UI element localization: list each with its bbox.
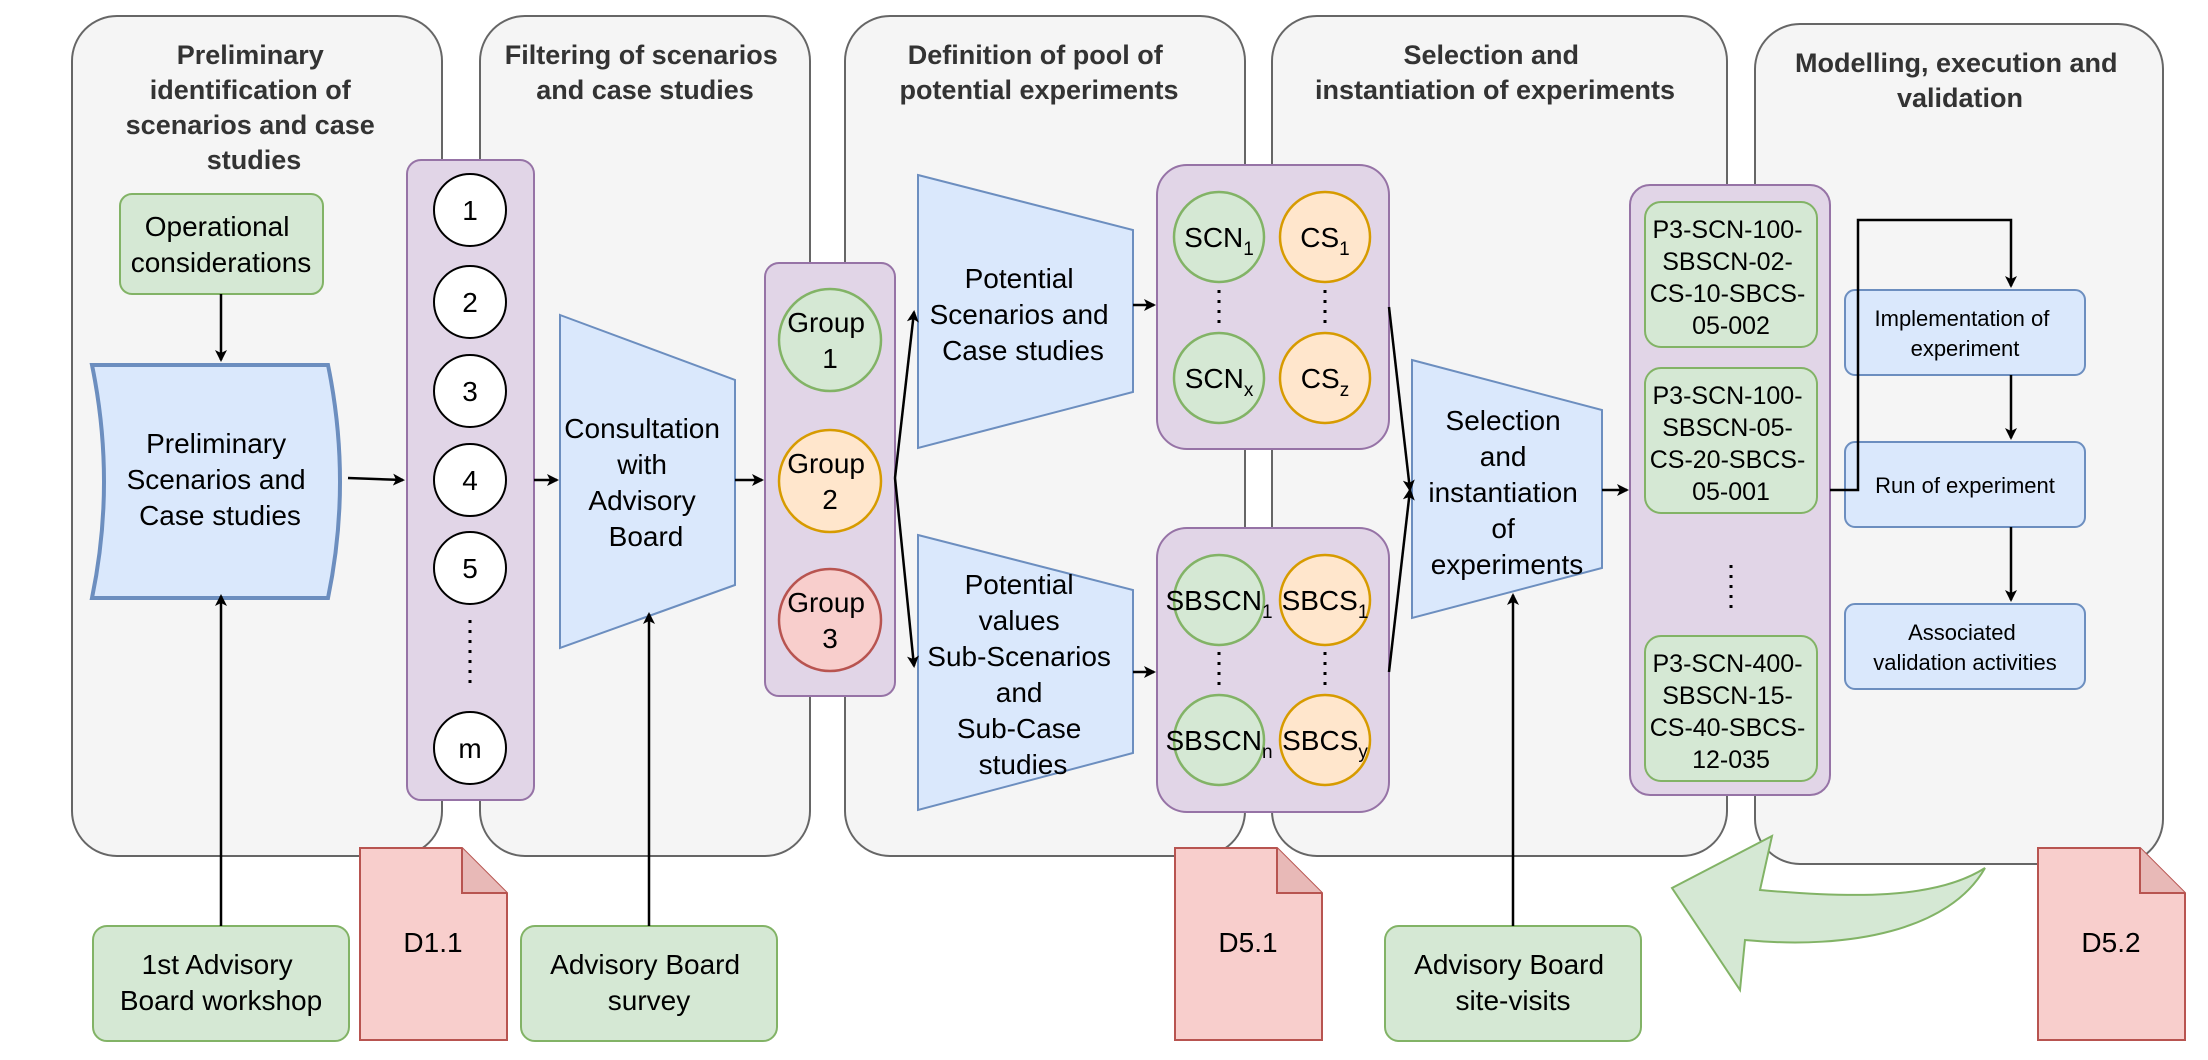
sbcs-1-label: SBCS1 — [1282, 585, 1369, 623]
deliverable-d11-doc-icon: D1.1 — [359, 847, 508, 1041]
number-1-node — [433, 173, 507, 247]
phase-1-title: Preliminary identification of scenarios … — [126, 40, 383, 175]
experiment-1-box — [1644, 201, 1818, 348]
scn-x-label: SCNx — [1185, 363, 1254, 401]
number-3-label: 3 — [462, 376, 478, 407]
cs-z-label: CSz — [1301, 363, 1349, 401]
experiment-1-label: P3-SCN-100- SBSCN-02- CS-10-SBCS- 05-002 — [1650, 216, 1813, 340]
run-experiment-label: Run of experiment — [1875, 473, 2055, 498]
number-1-label: 1 — [462, 195, 478, 226]
implementation-box — [1844, 289, 2086, 376]
cs-z-node — [1278, 331, 1372, 425]
operational-considerations-label: Operational considerations — [131, 211, 312, 278]
implementation-label: Implementation of experiment — [1875, 306, 2056, 361]
consultation-trapezoid — [559, 313, 736, 650]
experiment-2-box — [1644, 367, 1818, 514]
validation-box — [1844, 603, 2086, 690]
group-2-node — [777, 428, 883, 534]
number-2-label: 2 — [462, 287, 478, 318]
sbscn-1-label: SBSCN1 — [1165, 585, 1272, 623]
scn-1-node — [1172, 190, 1266, 284]
potential-sub-trapezoid — [917, 533, 1134, 812]
advisory-site-visits-box — [1384, 925, 1642, 1042]
experiment-2-label: P3-SCN-100- SBSCN-05- CS-20-SBCS- 05-001 — [1650, 382, 1813, 506]
phase-4-title: Selection and instantiation of experimen… — [1315, 40, 1675, 105]
number-m-node — [433, 711, 507, 785]
advisory-workshop-box — [92, 925, 350, 1042]
sbscn-n-label: SBSCNn — [1165, 725, 1272, 763]
operational-considerations-box — [119, 193, 324, 295]
potential-scenarios-trapezoid — [917, 173, 1134, 450]
number-4-node — [433, 443, 507, 517]
cs-1-label: CS1 — [1300, 222, 1349, 260]
phase-3-title: Definition of pool of potential experime… — [899, 40, 1178, 105]
run-experiment-box — [1844, 441, 2086, 528]
number-5-label: 5 — [462, 553, 478, 584]
sbcs-y-label: SBCSy — [1282, 725, 1368, 763]
group-3-label: Group 3 — [787, 587, 873, 654]
number-5-node — [433, 531, 507, 605]
number-2-node — [433, 265, 507, 339]
phase-5-title: Modelling, execution and validation — [1795, 48, 2125, 113]
selection-label: Selection and instantiation of experimen… — [1428, 405, 1585, 580]
group-1-label: Group 1 — [787, 307, 873, 374]
deliverable-d11-label: D1.1 — [403, 927, 462, 958]
consultation-label: Consultation with Advisory Board — [564, 413, 727, 552]
number-3-node — [433, 354, 507, 428]
selection-trapezoid — [1411, 358, 1603, 620]
deliverable-d51-label: D5.1 — [1218, 927, 1277, 958]
group-3-node — [777, 567, 883, 673]
validation-label: Associated validation activities — [1873, 620, 2056, 675]
advisory-survey-box — [520, 925, 778, 1042]
group-1-node — [777, 287, 883, 393]
sbcs-y-node — [1278, 693, 1372, 787]
potential-sub-label: Potential values Sub-Scenarios and Sub-C… — [927, 569, 1118, 780]
deliverable-d52-doc-icon: D5.2 — [2037, 847, 2186, 1041]
preliminary-scenarios-label: Preliminary Scenarios and Case studies — [127, 428, 314, 531]
deliverable-d51-doc-icon: D5.1 — [1174, 847, 1323, 1041]
advisory-workshop-label: 1st Advisory Board workshop — [120, 949, 322, 1016]
experiment-3-box — [1644, 635, 1818, 782]
group-2-label: Group 2 — [787, 448, 873, 515]
advisory-site-visits-label: Advisory Board site-visits — [1414, 949, 1612, 1016]
connectors — [215, 218, 2017, 926]
number-m-label: m — [458, 733, 481, 764]
potential-scenarios-label: Potential Scenarios and Case studies — [930, 263, 1117, 366]
feedback-curved-arrow-icon — [1670, 834, 1986, 993]
phase-2-title: Filtering of scenarios and case studies — [505, 40, 786, 105]
sbscn-n-node — [1172, 693, 1266, 787]
advisory-survey-label: Advisory Board survey — [550, 949, 748, 1016]
deliverable-d52-label: D5.2 — [2081, 927, 2140, 958]
cs-1-node — [1278, 190, 1372, 284]
scn-1-label: SCN1 — [1184, 222, 1254, 260]
scn-x-node — [1172, 331, 1266, 425]
sbscn-1-node — [1172, 553, 1266, 647]
preliminary-scenarios-doc — [89, 363, 342, 600]
sbcs-1-node — [1278, 553, 1372, 647]
number-4-label: 4 — [462, 465, 478, 496]
experiment-3-label: P3-SCN-400- SBSCN-15- CS-40-SBCS- 12-035 — [1650, 650, 1813, 774]
